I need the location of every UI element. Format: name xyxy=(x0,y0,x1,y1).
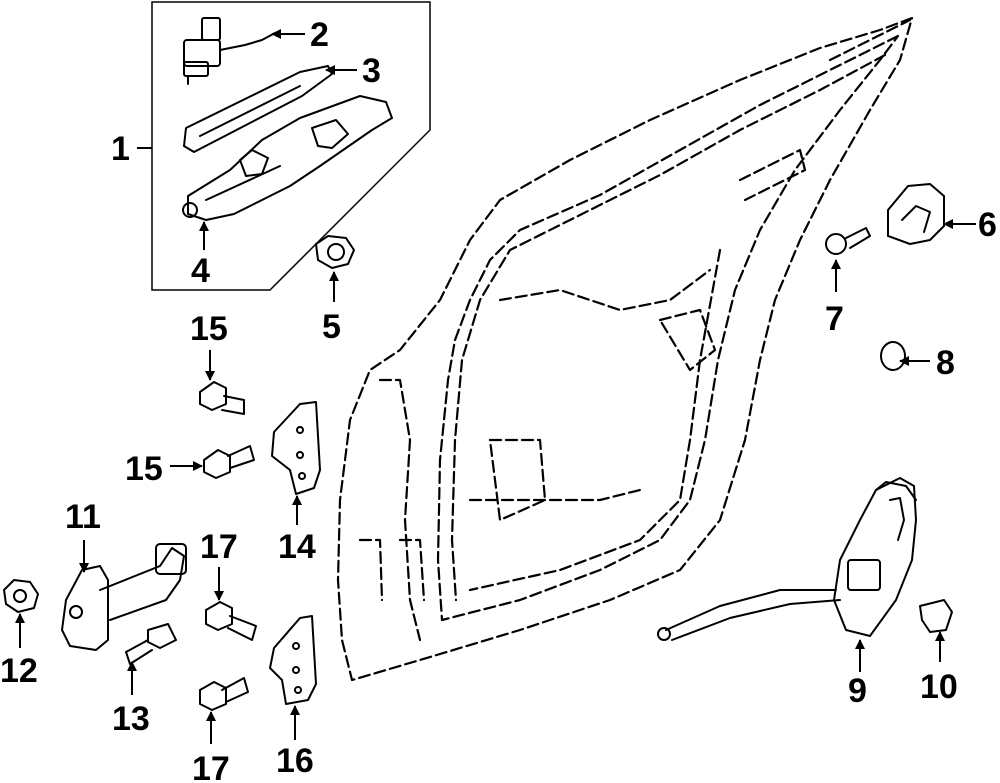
outside-handle-part xyxy=(183,65,333,153)
hinge-bolt-17-upper-part xyxy=(205,601,257,641)
door-shell xyxy=(336,16,914,682)
callout-3: 3 xyxy=(362,52,381,90)
callout-10: 10 xyxy=(920,668,958,706)
nut-part xyxy=(3,579,39,613)
door-check-part xyxy=(61,543,187,651)
handle-base-part xyxy=(182,95,393,221)
upper-hinge-part xyxy=(271,401,321,495)
hinge-bolt-17-lower-part xyxy=(199,677,249,711)
callout-4: 4 xyxy=(191,252,210,290)
callout-7: 7 xyxy=(825,300,844,338)
callout-5: 5 xyxy=(322,308,341,346)
callout-11: 11 xyxy=(65,498,101,536)
callout-15-upper: 15 xyxy=(190,310,228,348)
callout-15-lower: 15 xyxy=(125,450,163,488)
grommet-part xyxy=(315,235,355,269)
hinge-bolt-lower-part xyxy=(203,445,255,479)
callout-9: 9 xyxy=(848,672,867,710)
hinge-bolt-upper-part xyxy=(199,381,245,415)
clip-part xyxy=(919,599,953,633)
callout-2: 2 xyxy=(310,16,329,54)
callout-14: 14 xyxy=(278,528,316,566)
callout-16: 16 xyxy=(276,742,314,780)
callout-17-upper: 17 xyxy=(200,528,238,566)
lower-hinge-part xyxy=(269,615,317,705)
callout-1: 1 xyxy=(111,130,130,168)
striker-part xyxy=(887,183,945,245)
callout-6: 6 xyxy=(978,206,997,244)
plug-part xyxy=(880,341,906,371)
check-bolt-part xyxy=(125,623,177,665)
striker-screw-part xyxy=(825,227,871,255)
callout-8: 8 xyxy=(936,344,955,382)
callout-13: 13 xyxy=(112,700,150,738)
lock-cylinder-part xyxy=(183,17,276,85)
lock-actuator-part xyxy=(657,477,917,641)
callout-17-lower: 17 xyxy=(192,750,230,783)
handle-assembly-frame xyxy=(137,1,431,291)
leader-lines xyxy=(15,29,976,744)
callout-12: 12 xyxy=(0,652,38,690)
